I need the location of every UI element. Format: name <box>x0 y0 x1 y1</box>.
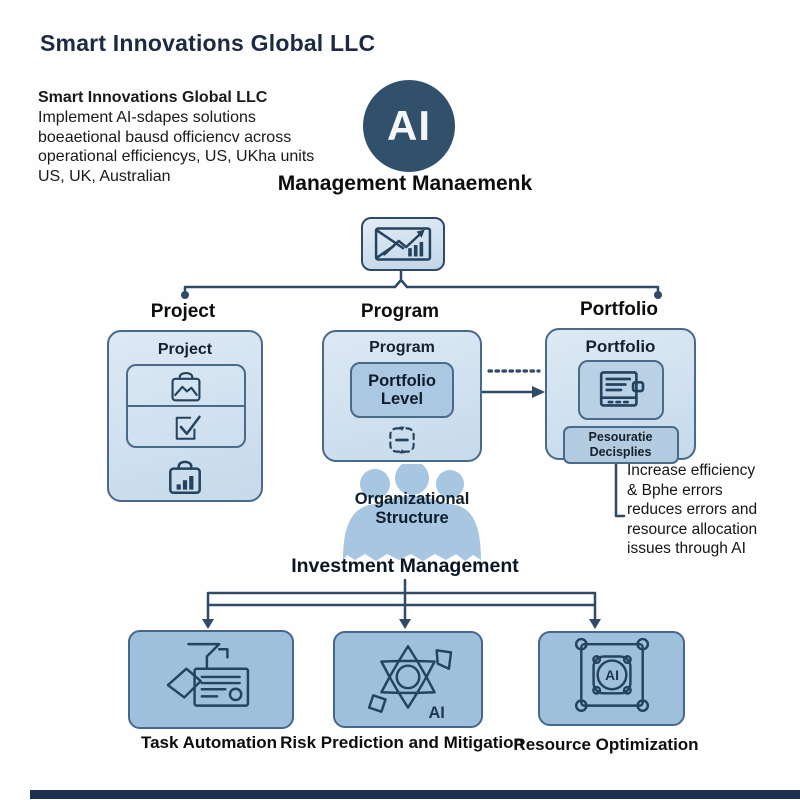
callout-line-5: issues through AI <box>627 540 746 558</box>
project-cell-3 <box>109 456 261 496</box>
callout-text: Increase efficiency & Bphe errors reduce… <box>627 461 800 559</box>
risk-prediction-label: Risk Prediction and Mitigation <box>280 733 524 752</box>
arrowhead-risk <box>399 619 411 629</box>
heading-program: Program <box>360 301 440 322</box>
program-box-title: Program <box>369 339 435 356</box>
people-silhouette-icon <box>343 461 481 561</box>
task-automation-box <box>128 630 294 729</box>
resource-optimization-label: Resource Optimization <box>513 735 699 754</box>
project-cell-2 <box>128 407 244 446</box>
resource-ai-label: AI <box>605 667 619 683</box>
intro-line-2: Implement AI-sdapes solutions <box>38 108 256 126</box>
portfolio-box-title: Portfolio <box>585 337 656 356</box>
project-box: Project <box>107 330 263 502</box>
bag-image-icon <box>171 371 201 401</box>
document-lines-icon <box>599 371 644 407</box>
investment-branch-connector <box>202 578 601 629</box>
callout-line-3: reduces errors and <box>627 501 758 519</box>
callout-line-2: & Bphe errors <box>627 481 723 499</box>
project-icon-grid <box>126 364 246 448</box>
ai-badge: AI <box>363 80 455 172</box>
intro-line-4: operational efficiencys, US, UKha units <box>38 148 315 166</box>
program-portfolio-arrow <box>477 386 545 398</box>
heading-portfolio: Portfolio <box>579 299 659 320</box>
intro-line-5: US, UK, Australian <box>38 168 171 186</box>
program-icon-row <box>324 423 480 457</box>
portfolio-box: Portfolio Pesouratie Decisplies <box>545 328 696 464</box>
portfolio-level-box: Portfolio Level <box>350 362 454 418</box>
arrowhead-resource <box>589 619 601 629</box>
callout-line-4: resource allocation <box>627 520 758 538</box>
document-check-icon <box>175 415 201 440</box>
task-automation-label: Task Automation <box>140 733 277 752</box>
org-structure-label: Organizational Structure <box>354 490 470 527</box>
risk-ai-label: AI <box>428 703 444 721</box>
portfolio-callout-connector <box>614 453 626 518</box>
top-node-box <box>361 217 445 271</box>
resource-optimization-box: AI <box>538 631 685 726</box>
intro-line-1: Smart Innovations Global LLC <box>38 89 268 106</box>
project-cell-1 <box>128 366 244 407</box>
page-title: Smart Innovations Global LLC <box>40 30 376 56</box>
funnel-document-icon <box>166 642 250 707</box>
org-structure-blob <box>336 461 488 564</box>
ai-chip-icon: AI <box>574 637 649 712</box>
bottom-bar <box>30 790 800 799</box>
branch-dot-left <box>181 291 189 299</box>
bag-barchart-icon <box>169 460 201 495</box>
heading-project: Project <box>150 301 216 322</box>
branch-dot-right <box>654 291 662 299</box>
project-box-title: Project <box>157 341 213 358</box>
risk-prediction-box: AI <box>333 631 483 728</box>
top-branch-connector <box>181 265 662 299</box>
portfolio-badge: Pesouratie Decisplies <box>562 426 679 464</box>
compress-dashed-icon <box>389 426 415 454</box>
envelope-chart-icon <box>374 227 432 261</box>
intro-paragraph: Smart Innovations Global LLC Implement A… <box>38 88 314 187</box>
portfolio-doc-tile <box>577 360 664 420</box>
subtitle: Management Manaemenk <box>277 172 533 195</box>
polygon-network-icon: AI <box>367 644 453 721</box>
investment-heading: Investment Management <box>291 555 519 577</box>
arrowhead-task <box>202 619 214 629</box>
intro-line-3: boeaetional bausd officiencv across <box>38 128 292 146</box>
program-box: Program Portfolio Level <box>322 330 482 462</box>
callout-line-1: Increase efficiency <box>627 462 756 479</box>
